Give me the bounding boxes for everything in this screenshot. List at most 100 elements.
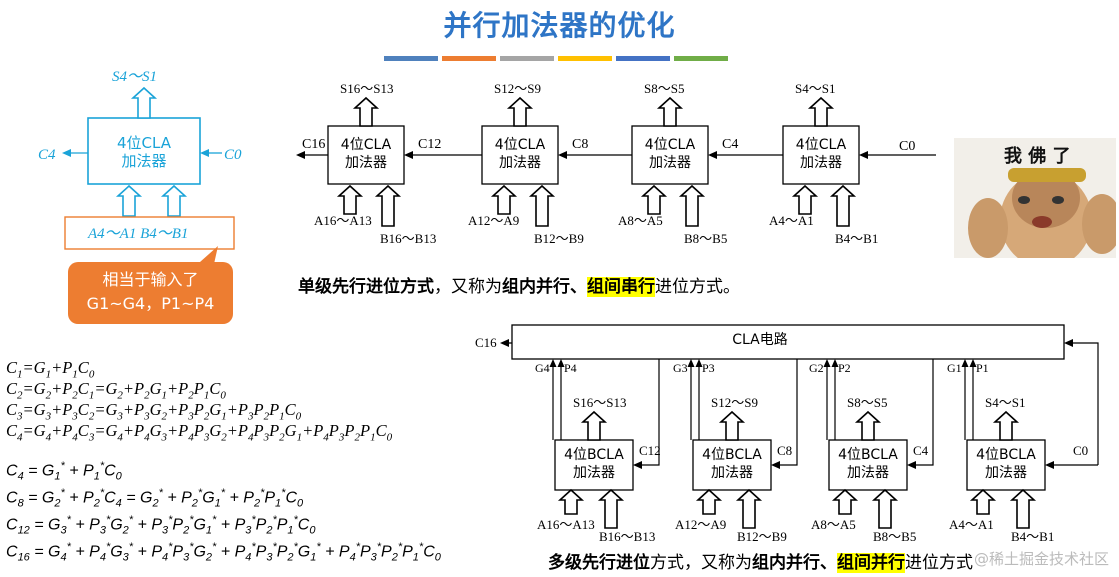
bcla-block [692, 439, 772, 491]
caption1-highlight: 组间串行 [587, 277, 655, 297]
bcla-block-label: 4位BCLA 加法器 [967, 446, 1045, 482]
carry-label: C12 [639, 443, 661, 458]
carry-label: C0 [1073, 443, 1089, 458]
stripe [558, 56, 612, 61]
bcla-block [554, 439, 634, 491]
sum-label: S16～S13 [340, 81, 394, 96]
left-sum-arrow [130, 86, 158, 119]
p-line-head [695, 359, 703, 367]
a-input-arrow [557, 488, 585, 515]
caption2-pre: 多级先行进位 [548, 553, 650, 573]
cla-circuit [511, 324, 1065, 360]
sum-arrow [506, 96, 534, 127]
cla-block [631, 125, 709, 185]
a-input-arrow [336, 184, 364, 215]
cin-arrow-head [859, 151, 868, 159]
carry-in-head [771, 461, 780, 469]
p-line-head [557, 359, 565, 367]
bubble-line1: 相当于输入了 [102, 270, 199, 289]
carry-equation: C1=G1+P1C0 [6, 358, 95, 381]
block-line1: 4位CLA [340, 137, 392, 153]
carry-arrow-head [296, 151, 305, 159]
meme-image: 我 佛 了 [954, 138, 1116, 258]
carry-in-head [633, 461, 642, 469]
left-cin-arrow-head [200, 149, 209, 157]
a-label: A4～A1 [769, 213, 814, 228]
sum-arrow [992, 410, 1020, 441]
carry-arrow-head [558, 151, 567, 159]
cla-block-label: 4位CLA 加法器 [328, 136, 404, 172]
g-line-head [961, 359, 969, 367]
b-input-arrow [374, 184, 402, 227]
a-input-arrow [969, 488, 997, 515]
caption2-b1: 组内并行、 [752, 553, 837, 573]
carry-label: C8 [572, 137, 589, 152]
bubble-pointer [200, 246, 218, 264]
p-label: P2 [838, 361, 851, 375]
sum-label: S8～S5 [847, 395, 888, 410]
sum-arrow [718, 410, 746, 441]
block-line2: 加法器 [345, 155, 387, 171]
group-carry-equation: C12 = G3* + P3*G2* + P3*P2*G1* + P3*P2*P… [6, 514, 316, 537]
b-label: B12～B9 [737, 529, 787, 544]
a-label: A8～A5 [618, 213, 663, 228]
carry-equation: C2=G2+P2C1=G2+P2G1+P2P1C0 [6, 379, 226, 402]
sum-arrow [656, 96, 684, 127]
block-line1: 4位BCLA [976, 447, 1036, 463]
a-label: A4～A1 [949, 517, 994, 532]
block-line1: 4位BCLA [838, 447, 898, 463]
caption1-pre: 单级先行进位方式 [298, 277, 434, 297]
single-cin-label: C0 [899, 139, 916, 154]
b-label: B8～B5 [873, 529, 917, 544]
p-line-head [969, 359, 977, 367]
carry-label: C12 [418, 137, 442, 152]
sum-arrow [854, 410, 882, 441]
left-cla-rect [87, 117, 201, 185]
left-cla-box: 4位CLA 加法器 [88, 134, 200, 170]
b-label: B4～B1 [835, 231, 879, 246]
left-box-line1: 4位CLA [117, 134, 171, 152]
a-input-arrow [831, 488, 859, 515]
block-line2: 加法器 [985, 465, 1027, 481]
caption2-highlight: 组间并行 [837, 553, 905, 573]
carry-equation: C3=G3+P3C2=G3+P3G2+P3P2G1+P3P2P1C0 [6, 400, 302, 423]
c0-to-cla-head [1064, 339, 1073, 347]
page-title: 并行加法器的优化 [443, 9, 676, 42]
block-line2: 加法器 [800, 155, 842, 171]
g-line-head [823, 359, 831, 367]
carry-arrow-head [404, 151, 413, 159]
group-carry-equation: C8 = G2* + P2*C4 = G2* + P2*G1* + P2*P1*… [6, 487, 304, 510]
a-input-arrow [695, 488, 723, 515]
stripe [384, 56, 438, 61]
g-label: G4 [535, 361, 550, 375]
sum-label: S8～S5 [644, 81, 685, 96]
carry-arrow-head [708, 151, 717, 159]
b-input-arrow [735, 488, 763, 529]
sum-label: S4～S1 [985, 395, 1026, 410]
g-label: G1 [947, 361, 962, 375]
caption1-mid: ，又称为 [434, 277, 502, 297]
sum-label: S4～S1 [795, 81, 836, 96]
g-label: G3 [673, 361, 688, 375]
a-label: A16～A13 [537, 517, 595, 532]
block-line1: 4位BCLA [564, 447, 624, 463]
group-carry-equation: C4 = G1* + P1*C0 [6, 460, 122, 483]
b-label: B4～B1 [1011, 529, 1055, 544]
stripe [442, 56, 496, 61]
single-level-caption: 单级先行进位方式，又称为组内并行、组间串行进位方式。 [298, 272, 740, 297]
caption1-b1: 组内并行、 [502, 277, 587, 297]
c0-arrow-head [1045, 461, 1054, 469]
a-label: A16～A13 [314, 213, 372, 228]
b-input-arrow [678, 184, 706, 227]
carry-equation: C4=G4+P4C3=G4+P4G3+P4P3G2+P4P3P2G1+P4P3P… [6, 421, 393, 444]
group-carry-equation: C16 = G4* + P4*G3* + P4*P3*G2* + P4*P3*P… [6, 541, 441, 564]
b-input-arrow [528, 184, 556, 227]
p-label: P4 [564, 361, 577, 375]
cla-circuit-label: CLA电路 [732, 332, 788, 348]
left-input-label: A4～A1 B4～B1 [88, 226, 189, 242]
bcla-block [828, 439, 908, 491]
